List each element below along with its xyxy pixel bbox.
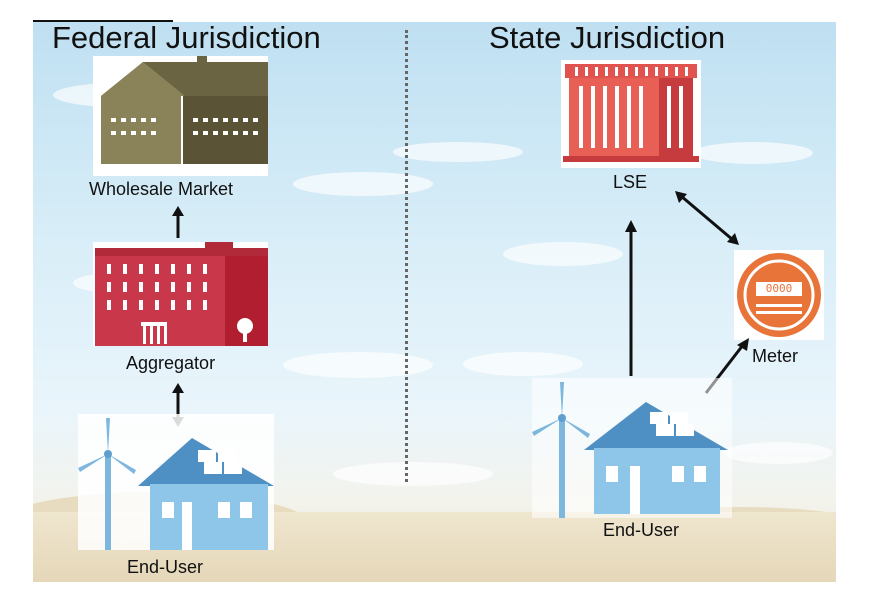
end-user-house-icon [532,378,732,518]
state-jurisdiction-heading: State Jurisdiction [489,20,726,55]
cloud [293,172,433,196]
cloud [283,352,433,378]
meter-label: Meter [752,346,799,366]
end-user-left-label: End-User [127,557,204,577]
wholesale-market-icon [93,56,268,176]
arrow-up-icon [172,206,184,238]
jurisdiction-divider [405,30,408,482]
cloud [463,352,583,376]
aggregator-icon [93,242,268,346]
lse-label: LSE [613,172,648,192]
double-arrow-icon [675,191,739,245]
lse-icon [561,60,701,168]
top-rule [33,20,173,22]
meter-icon: 0000 [734,250,824,340]
cloud [693,142,813,164]
federal-jurisdiction-heading: Federal Jurisdiction [52,20,321,55]
arrow-up-icon [625,220,637,376]
cloud [723,442,833,464]
cloud [503,242,623,266]
end-user-house-icon [78,414,274,550]
cloud [333,462,493,486]
meter-display: 0000 [765,282,793,295]
cloud [393,142,523,162]
end-user-right-label: End-User [603,520,680,540]
aggregator-label: Aggregator [126,353,216,373]
wholesale-market-label: Wholesale Market [89,179,234,199]
